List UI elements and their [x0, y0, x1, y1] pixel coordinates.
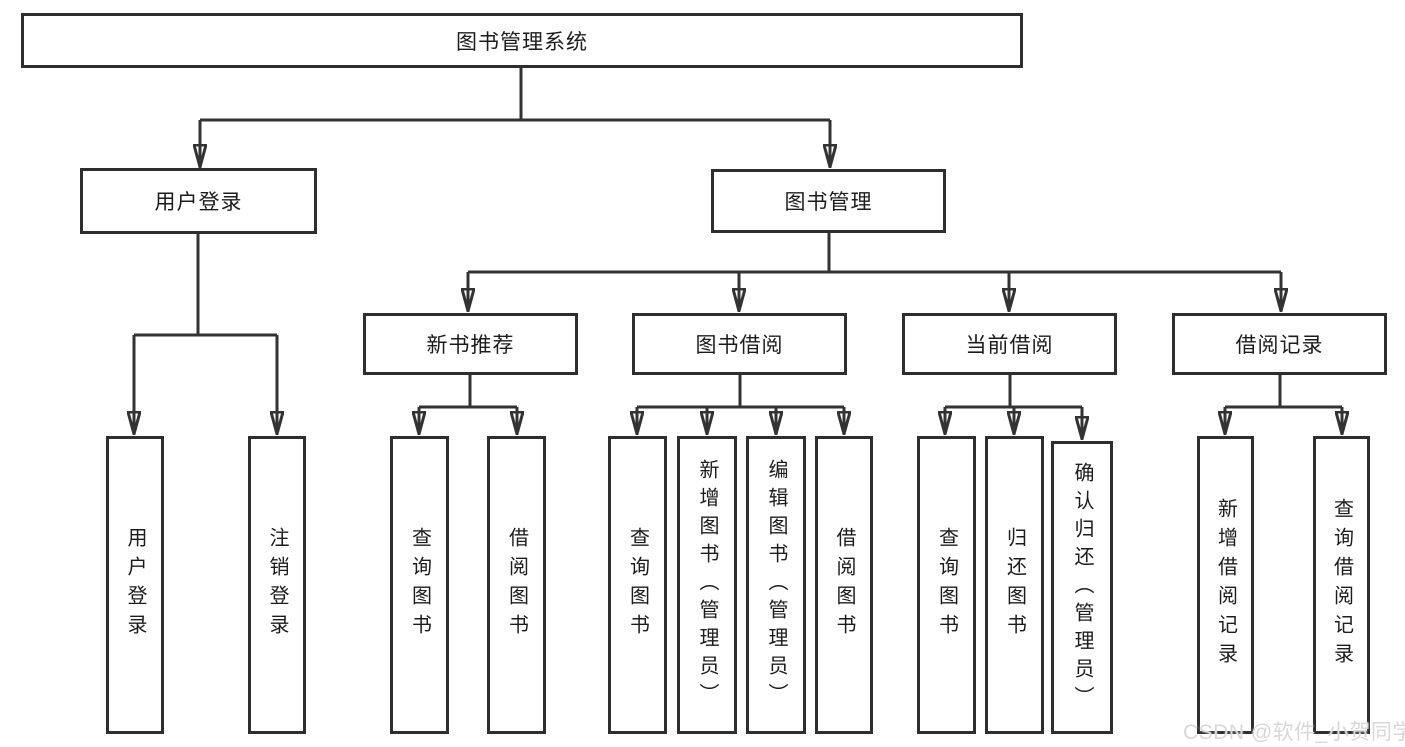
leaf-query-books-current: 查询图书 — [917, 436, 976, 734]
node-label: 当前借阅 — [965, 334, 1054, 357]
leaf-user-login: 用户登录 — [106, 436, 164, 734]
node-label: 借阅图书 — [833, 527, 855, 643]
node-label: 新书推荐 — [426, 334, 515, 357]
node-label: 编辑图书（管理员） — [765, 459, 787, 711]
node-label: 查询借阅记录 — [1330, 498, 1353, 672]
node-label: 图书借阅 — [695, 334, 784, 357]
node-current-borrowing: 当前借阅 — [902, 313, 1117, 375]
leaf-edit-books-admin: 编辑图书（管理员） — [746, 436, 806, 734]
node-label: 用户登录 — [154, 191, 243, 214]
node-user-login: 用户登录 — [80, 168, 317, 234]
node-label: 查询图书 — [626, 527, 649, 643]
node-book-management: 图书管理 — [711, 169, 946, 233]
csdn-watermark: CSDN @软件_小贺同学 — [1183, 721, 1405, 744]
node-label: 注销登录 — [266, 527, 288, 643]
node-label: 借阅记录 — [1235, 334, 1324, 357]
node-borrowing-records: 借阅记录 — [1172, 313, 1387, 375]
node-label: 查询图书 — [408, 527, 431, 643]
leaf-add-borrow-record: 新增借阅记录 — [1197, 436, 1254, 734]
leaf-borrow-books-recommend: 借阅图书 — [487, 436, 546, 734]
node-label: 借阅图书 — [505, 527, 528, 643]
node-library-system: 图书管理系统 — [21, 13, 1023, 68]
node-label: 图书管理 — [784, 191, 873, 214]
node-label: 查询图书 — [935, 527, 958, 643]
node-book-borrowing: 图书借阅 — [632, 313, 847, 375]
node-new-book-recommendation: 新书推荐 — [363, 313, 578, 375]
node-label: 用户登录 — [124, 527, 146, 643]
leaf-confirm-return-admin: 确认归还（管理员） — [1051, 441, 1113, 734]
leaf-query-borrow-record: 查询借阅记录 — [1313, 436, 1370, 734]
leaf-logout-login: 注销登录 — [248, 436, 306, 734]
leaf-query-books-borrowing: 查询图书 — [608, 436, 667, 734]
node-label: 新增借阅记录 — [1214, 498, 1237, 672]
node-label: 图书管理系统 — [456, 30, 588, 54]
leaf-add-books-admin: 新增图书（管理员） — [677, 436, 737, 734]
node-label: 确认归还（管理员） — [1071, 461, 1093, 714]
node-label: 新增图书（管理员） — [696, 459, 718, 711]
leaf-return-books: 归还图书 — [985, 436, 1044, 734]
node-label: 归还图书 — [1003, 527, 1026, 643]
leaf-query-books-recommend: 查询图书 — [390, 436, 449, 734]
leaf-borrow-books: 借阅图书 — [815, 436, 873, 734]
